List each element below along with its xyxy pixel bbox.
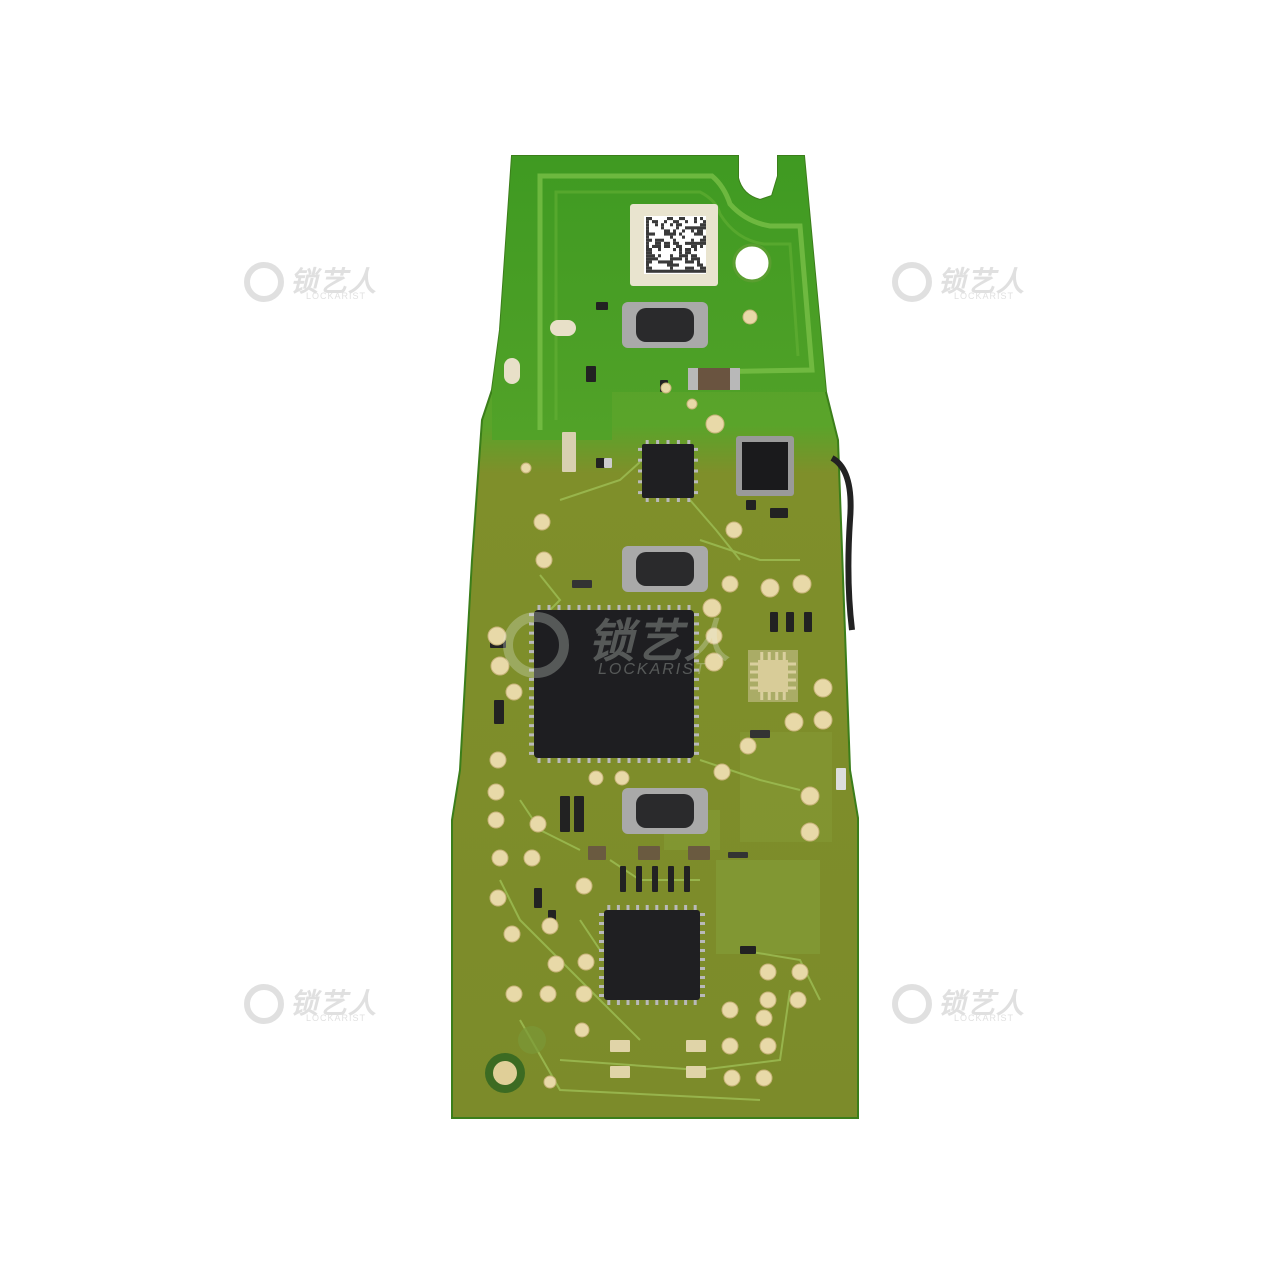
antenna-wire <box>830 455 855 631</box>
transistor-package <box>736 436 794 496</box>
capacitor-brown <box>688 368 740 390</box>
push-button-bottom <box>622 788 708 834</box>
test-pads <box>487 309 833 1089</box>
push-button-top <box>622 302 708 348</box>
smd-components <box>490 302 846 1078</box>
battery-contact <box>485 1026 546 1093</box>
qfn-footprint <box>748 650 798 702</box>
mounting-hole <box>734 245 770 281</box>
secondary-ic <box>599 905 705 1005</box>
datamatrix-label <box>630 204 718 286</box>
rf-ic <box>638 440 698 502</box>
push-button-middle <box>622 546 708 592</box>
main-microcontroller <box>529 605 699 763</box>
